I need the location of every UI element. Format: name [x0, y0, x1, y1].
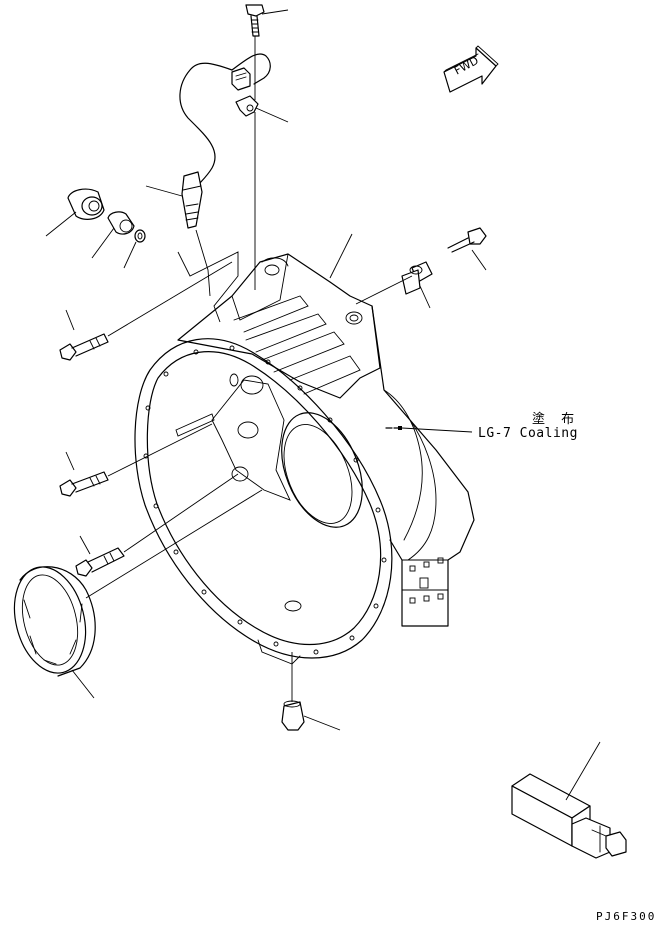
leader-lines	[45, 9, 601, 801]
coating-label: LG-7 Coaling	[478, 426, 578, 441]
fwd-arrow-icon	[443, 45, 499, 93]
flywheel-housing	[134, 253, 475, 665]
drawing-code: PJ6F300	[596, 910, 657, 923]
apply-label: 塗 布	[532, 412, 581, 427]
pickup-bolt	[401, 227, 487, 295]
sensor-harness	[179, 4, 271, 229]
drain-plug	[281, 700, 305, 731]
plug-assembly	[67, 188, 146, 243]
housing-bolts	[59, 333, 125, 577]
turning-tool	[511, 773, 627, 859]
coating-mark	[385, 426, 402, 430]
oil-seal	[13, 566, 96, 677]
